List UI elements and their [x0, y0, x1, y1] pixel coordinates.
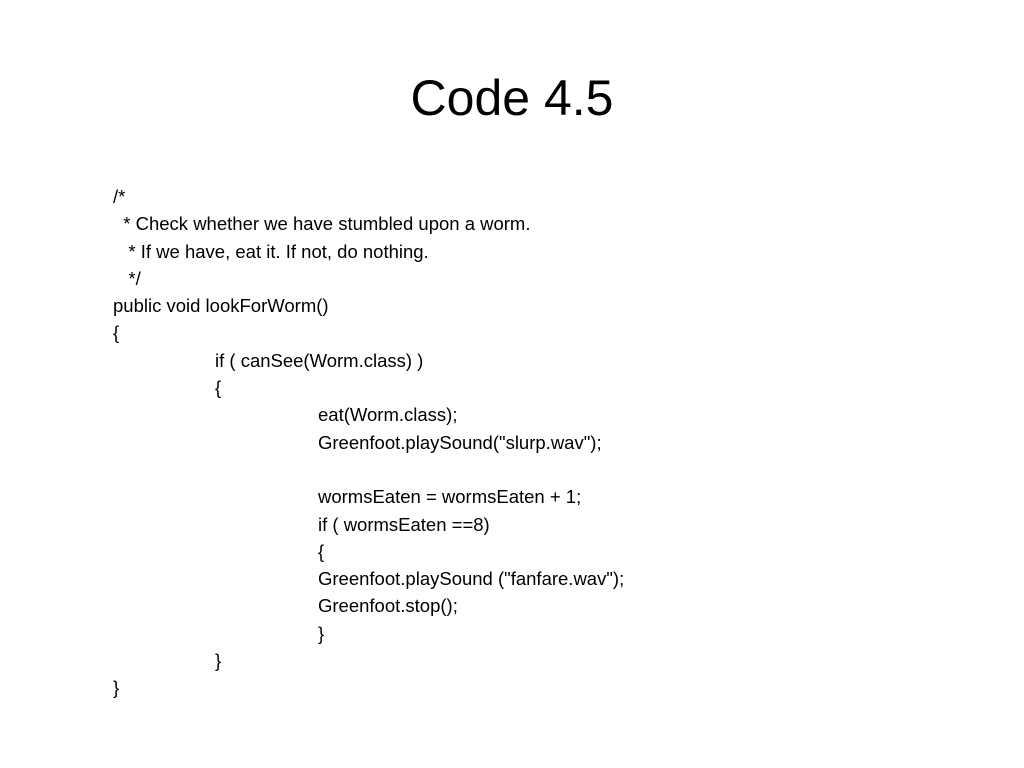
code-line: } — [113, 677, 120, 699]
code-line: /* — [113, 186, 126, 207]
code-line: Greenfoot.playSound ("fanfare.wav"); — [318, 568, 625, 590]
code-line: { — [318, 540, 325, 562]
code-line: Greenfoot.playSound("slurp.wav"); — [318, 431, 602, 453]
code-line: */ — [113, 267, 141, 289]
code-line: public void lookForWorm() — [113, 295, 329, 317]
code-line: wormsEaten = wormsEaten + 1; — [318, 486, 582, 508]
code-line: * If we have, eat it. If not, do nothing… — [113, 240, 429, 262]
code-line: eat(Worm.class); — [318, 404, 458, 426]
code-line: if ( canSee(Worm.class) ) — [215, 349, 424, 371]
code-block: /* * Check whether we have stumbled upon… — [113, 183, 973, 702]
code-line: if ( wormsEaten ==8) — [318, 513, 490, 535]
code-line: } — [318, 622, 325, 644]
code-line: * Check whether we have stumbled upon a … — [113, 213, 531, 235]
code-line: { — [113, 322, 120, 344]
code-line-blank — [113, 456, 973, 483]
slide-title: Code 4.5 — [410, 70, 614, 126]
code-line: Greenfoot.stop(); — [318, 595, 458, 617]
code-line: { — [215, 377, 222, 399]
code-line: } — [215, 650, 222, 672]
